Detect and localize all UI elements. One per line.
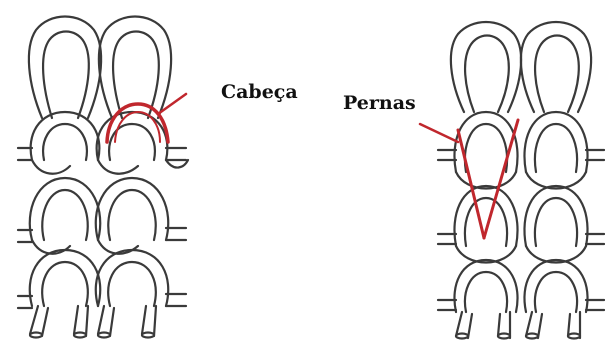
right-row-3 <box>438 260 604 312</box>
head-label: Cabeça <box>221 81 298 103</box>
legs-label: Pernas <box>343 92 416 114</box>
right-loop-structure <box>420 22 604 339</box>
left-row-2 <box>18 178 186 254</box>
left-bottom-yarn-ends <box>30 306 156 338</box>
right-top-loop-2 <box>521 22 591 112</box>
head-highlight <box>107 94 186 142</box>
right-row-2 <box>438 186 604 263</box>
right-top-loop-1 <box>451 22 521 112</box>
right-bottom-yarn-ends <box>456 312 580 339</box>
left-loop-structure <box>18 17 188 338</box>
left-top-loop-1 <box>29 17 101 119</box>
left-row-3 <box>18 250 186 308</box>
